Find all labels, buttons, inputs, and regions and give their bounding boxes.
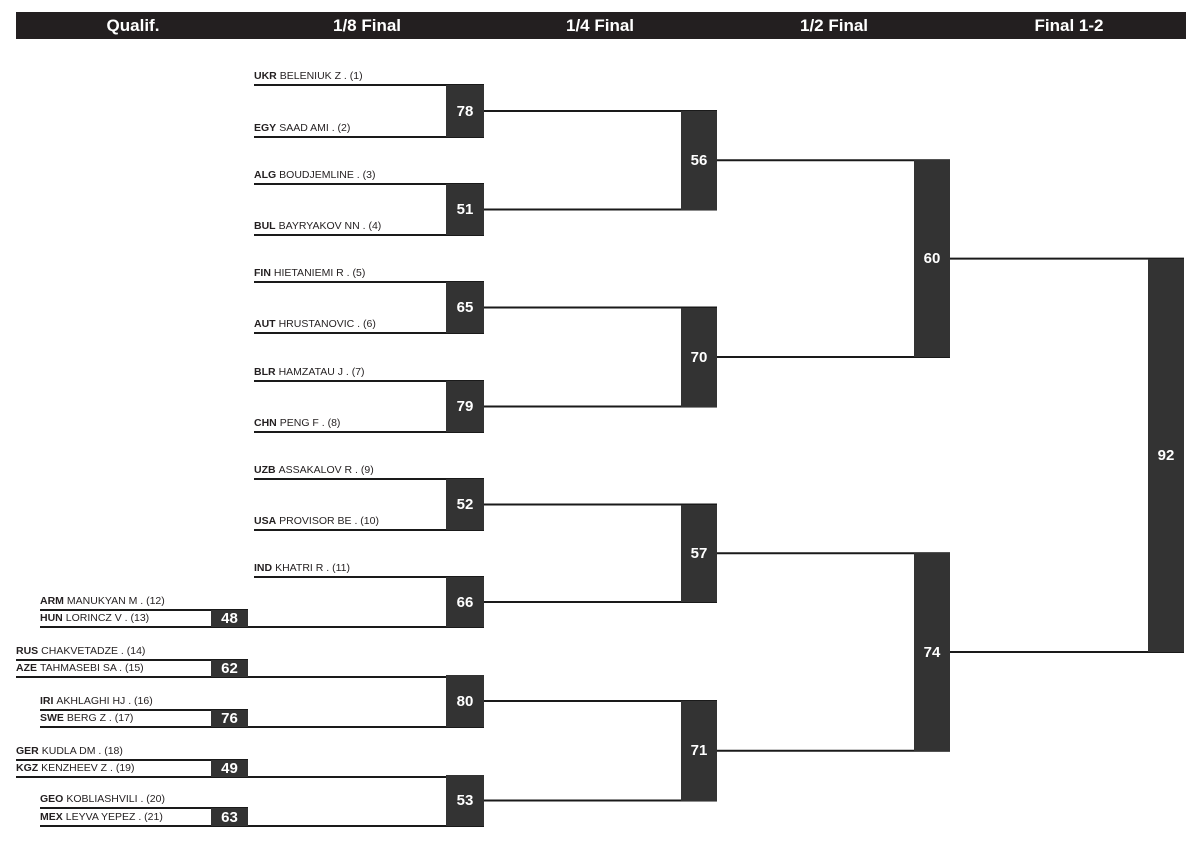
match-number-box: 66	[446, 577, 484, 627]
player-nation: UZB	[254, 464, 276, 476]
match-number-box: 48	[211, 610, 248, 627]
player-nation: KGZ	[16, 762, 39, 774]
player-nation: EGY	[254, 122, 277, 134]
player-name: CHAKVETADZE . (14)	[41, 645, 146, 657]
match-number-box: 78	[446, 85, 484, 137]
player-nation: ALG	[254, 169, 277, 181]
player-nation: RUS	[16, 645, 39, 657]
player-name: MANUKYAN M . (12)	[66, 595, 165, 607]
player-nation: IRI	[40, 695, 54, 707]
match-number-box: 74	[914, 553, 950, 751]
round-label-quarter-final: 1/4 Final	[565, 16, 635, 35]
player-nation: BLR	[254, 366, 276, 378]
match-number-box: 79	[446, 381, 484, 432]
match-number-box: 80	[446, 675, 484, 727]
player-nation: ARM	[40, 595, 64, 607]
player-nation: IND	[254, 562, 273, 574]
player-name: HIETANIEMI R . (5)	[273, 267, 366, 279]
player-name: KOBLIASHVILI . (20)	[66, 793, 165, 805]
player-name: LEYVA YEPEZ . (21)	[65, 811, 163, 823]
match-number-box: 92	[1148, 258, 1184, 652]
player-name: PENG F . (8)	[279, 417, 341, 429]
player-nation: AUT	[254, 318, 276, 330]
player-nation: GEO	[40, 793, 64, 805]
player-name: HAMZATAU J . (7)	[278, 366, 365, 378]
match-number-box: 51	[446, 184, 484, 235]
player-name: KHATRI R . (11)	[275, 562, 350, 574]
player-name: BAYRYAKOV NN . (4)	[278, 220, 382, 232]
match-number-box: 63	[211, 808, 248, 826]
match-number-box: 56	[681, 111, 717, 210]
player-name: ASSAKALOV R . (9)	[278, 464, 374, 476]
match-number-box: 70	[681, 307, 717, 407]
match-number-box: 76	[211, 710, 248, 727]
player-name: BELENIUK Z . (1)	[279, 70, 363, 82]
player-name: KENZHEEV Z . (19)	[41, 762, 135, 774]
round-label-eighth-final: 1/8 Final	[332, 16, 402, 35]
player-name: AKHLAGHI HJ . (16)	[56, 695, 153, 707]
player-name: PROVISOR BE . (10)	[279, 515, 379, 527]
player-name: HRUSTANOVIC . (6)	[278, 318, 376, 330]
player-name: BOUDJEMLINE . (3)	[279, 169, 376, 181]
player-name: KUDLA DM . (18)	[41, 745, 123, 757]
match-number-box: 65	[446, 282, 484, 333]
player-nation: CHN	[254, 417, 277, 429]
player-nation: USA	[254, 515, 277, 527]
player-nation: SWE	[40, 712, 64, 724]
match-number-box: 62	[211, 660, 248, 677]
match-number-box: 60	[914, 160, 950, 357]
player-nation: HUN	[40, 612, 63, 624]
round-header-bar	[16, 12, 1186, 39]
match-number-box: 52	[446, 479, 484, 530]
player-name: SAAD AMI . (2)	[279, 122, 351, 134]
player-name: LORINCZ V . (13)	[65, 612, 150, 624]
player-name: TAHMASEBI SA . (15)	[40, 662, 144, 674]
player-nation: MEX	[40, 811, 63, 823]
player-name: BERG Z . (17)	[66, 712, 134, 724]
round-label-final: Final 1-2	[1034, 16, 1104, 35]
match-number-box: 53	[446, 775, 484, 826]
player-nation: UKR	[254, 70, 277, 82]
match-number-box: 49	[211, 760, 248, 777]
round-label-qualif: Qualif.	[106, 16, 160, 35]
player-nation: FIN	[254, 267, 271, 279]
player-nation: GER	[16, 745, 39, 757]
match-number-box: 71	[681, 701, 717, 801]
player-nation: AZE	[16, 662, 37, 674]
player-nation: BUL	[254, 220, 276, 232]
round-label-semi-final: 1/2 Final	[799, 16, 869, 35]
match-number-box: 57	[681, 504, 717, 602]
